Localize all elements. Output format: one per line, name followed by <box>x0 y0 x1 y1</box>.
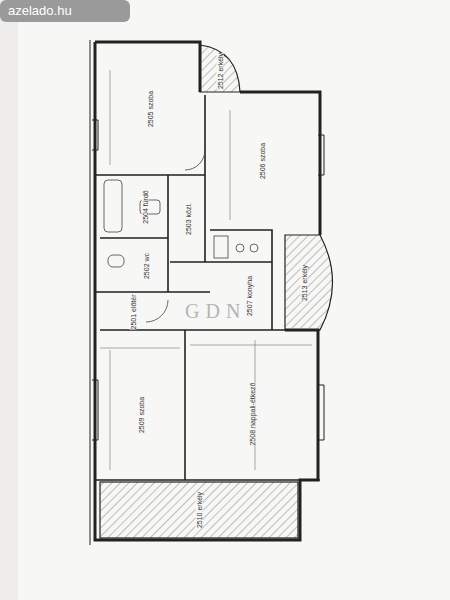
balcony-outline <box>285 235 333 330</box>
room: 2501 előtér <box>100 291 166 332</box>
paper <box>18 0 450 600</box>
room: 2505 szoba <box>100 46 200 171</box>
room-label: 2512 erkély <box>217 53 224 89</box>
room: 2509 szoba <box>100 352 182 478</box>
balcony-outline <box>200 45 240 92</box>
room-label: 2509 szoba <box>138 397 145 433</box>
room-label: 2508 nappali-étkező <box>249 382 256 445</box>
room: 2504 fürdő <box>125 178 165 236</box>
room-label: 2505 szoba <box>147 90 154 126</box>
room-label: 2503 közl. <box>185 203 192 235</box>
room: 2513 erkély <box>287 238 321 328</box>
room-label: 2513 erkély <box>301 265 308 301</box>
watermark-badge <box>0 0 130 22</box>
room: 2506 szoba <box>208 96 316 226</box>
room-label: 2502 wc <box>143 253 150 279</box>
room-label: 2507 konyha <box>246 276 253 316</box>
room-label: 2501 előtér <box>130 294 137 329</box>
room: 2502 wc <box>126 242 166 290</box>
fixtures <box>104 150 258 322</box>
balcony-outline <box>100 482 298 538</box>
watermark-logo: GDN <box>185 300 246 323</box>
room: 2508 nappali-étkező <box>188 350 316 478</box>
room-label: 2506 szoba <box>259 143 266 179</box>
room: 2510 erkély <box>102 484 296 536</box>
room: 2503 közl. <box>172 178 204 260</box>
watermark-site: azelado.hu <box>8 3 72 18</box>
room-label: 2510 erkély <box>196 492 203 528</box>
room-label: 2504 fürdő <box>142 190 149 223</box>
dimension-lines <box>100 70 312 470</box>
room: 2512 erkély <box>203 50 237 92</box>
